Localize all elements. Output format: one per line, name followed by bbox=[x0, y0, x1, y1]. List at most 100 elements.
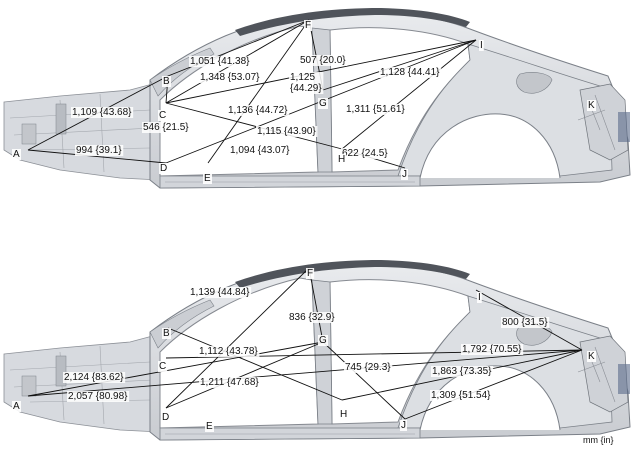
measurement-label: 800 {31.5} bbox=[502, 317, 548, 328]
measurement-label-bg bbox=[198, 346, 260, 357]
measurement-label-bg bbox=[229, 145, 292, 156]
measurement-label: 836 {32.9} bbox=[289, 312, 335, 323]
reference-point-bg bbox=[306, 268, 315, 279]
reference-point-bg bbox=[161, 412, 171, 423]
measurement-line-A-K bbox=[27, 349, 583, 397]
measurement-line-B-H bbox=[167, 327, 343, 401]
reference-point-bg bbox=[318, 98, 328, 109]
measurement-label: 994 {39.1} bbox=[76, 145, 122, 156]
measurement-label: 1,125{44.29} bbox=[290, 72, 322, 94]
reference-point-b: B bbox=[163, 76, 170, 87]
reference-point-bg bbox=[159, 163, 169, 174]
lower-view: 1,139 {44.84}836 {32.9}1,112 {43.78}800 … bbox=[3, 259, 631, 441]
reference-point-bg bbox=[203, 173, 212, 184]
reference-point-k: K bbox=[588, 351, 595, 362]
reference-point-bg bbox=[205, 421, 214, 432]
reference-point-bg bbox=[401, 169, 408, 180]
measurement-label: 1,309 {51.54} bbox=[431, 390, 491, 401]
reference-point-a: A bbox=[13, 401, 20, 412]
reference-point-bg bbox=[587, 100, 596, 111]
reference-point-c: C bbox=[159, 110, 166, 121]
measurement-line-G-I bbox=[322, 39, 477, 91]
measurement-label-bg bbox=[344, 362, 393, 373]
measurement-label-bg bbox=[345, 104, 407, 115]
measurement-label-bg bbox=[379, 67, 442, 78]
measurement-label-bg bbox=[142, 122, 191, 133]
measurement-label-bg bbox=[189, 56, 252, 67]
reference-point-i: I bbox=[478, 292, 481, 303]
measurement-label-bg bbox=[199, 72, 262, 83]
measurement-label: 1,863 {73.35} bbox=[432, 366, 492, 377]
measurement-label-bg bbox=[189, 287, 252, 298]
measurement-line-D-F bbox=[165, 267, 310, 409]
reference-point-h: H bbox=[340, 409, 347, 420]
reference-point-bg bbox=[337, 154, 347, 165]
measurement-label: 1,136 {44.72} bbox=[228, 105, 288, 116]
measurement-label: 1,348 {53.07} bbox=[200, 72, 260, 83]
reference-point-k: K bbox=[588, 100, 595, 111]
measurement-label-bg bbox=[341, 148, 390, 159]
measurement-label: 2,124 {83.62} bbox=[64, 372, 124, 383]
measurement-label: 507 {20.0} bbox=[300, 55, 346, 66]
measurement-line-C-I bbox=[165, 39, 477, 104]
reference-point-g: G bbox=[319, 98, 327, 109]
reference-point-bg bbox=[162, 328, 171, 339]
measurement-label-bg bbox=[256, 126, 318, 137]
reference-point-bg bbox=[12, 149, 21, 160]
measurement-label: 1,112 {43.78} bbox=[199, 346, 258, 357]
measurement-label-bg bbox=[67, 391, 130, 402]
reference-point-f: F bbox=[307, 268, 313, 279]
reference-point-bg bbox=[400, 420, 407, 431]
upper-view: 1,051 {41.38} 1,348 {53.07} 507 {20.0} 1,12… bbox=[3, 7, 631, 189]
measurement-label-bg bbox=[227, 105, 290, 116]
measurement-label: 745 {29.3} bbox=[345, 362, 391, 373]
upper-measurement-labels: 1,051 {41.38} 1,348 {53.07} 507 {20.0} 1,12… bbox=[71, 55, 442, 159]
measurement-label: 1,109 {43.68} bbox=[72, 107, 132, 118]
units-label: mm {in} bbox=[583, 435, 614, 445]
measurement-label: 1,792 {70.55} bbox=[462, 344, 522, 355]
reference-point-j: J bbox=[402, 169, 407, 180]
reference-point-e: E bbox=[204, 173, 211, 184]
measurement-line-A-G bbox=[27, 341, 324, 397]
measurement-label-bg bbox=[288, 312, 337, 323]
reference-point-d: D bbox=[162, 412, 169, 423]
reference-point-bg bbox=[587, 351, 596, 362]
measurement-line-E-F bbox=[207, 19, 310, 164]
measurement-label: 1,128 {44.41} bbox=[380, 67, 440, 78]
reference-point-f: F bbox=[305, 20, 311, 31]
measurement-line-J-K bbox=[404, 349, 583, 420]
measurement-label-bg bbox=[63, 372, 126, 383]
measurement-line-D-G bbox=[165, 341, 324, 409]
measurement-label-bg bbox=[299, 55, 348, 66]
reference-point-bg bbox=[477, 292, 482, 303]
reference-point-i: I bbox=[480, 40, 483, 51]
reference-point-bg bbox=[162, 76, 171, 87]
reference-point-a: A bbox=[13, 149, 20, 160]
reference-point-c: C bbox=[159, 361, 166, 372]
measurement-label-bg bbox=[289, 72, 324, 94]
measurement-label-bg bbox=[199, 377, 261, 388]
measurement-label-bg bbox=[430, 390, 493, 401]
reference-point-bg bbox=[304, 20, 313, 31]
measurement-label: 2,057 {80.98} bbox=[68, 391, 128, 402]
measurement-label: 1,115 {43.90} bbox=[257, 126, 316, 137]
reference-point-h: H bbox=[338, 154, 345, 165]
measurement-label: 1,311 {51.61} bbox=[346, 104, 405, 115]
measurement-label: 546 {21.5} bbox=[143, 122, 189, 133]
reference-point-bg bbox=[158, 361, 168, 372]
reference-point-bg bbox=[318, 335, 328, 346]
measurement-line-F-G bbox=[308, 267, 324, 343]
measurement-label: 1,051 {41.38} bbox=[190, 56, 250, 67]
reference-point-bg bbox=[479, 40, 484, 51]
measurement-line-G-J bbox=[322, 341, 406, 420]
measurement-label-bg bbox=[75, 145, 124, 156]
reference-point-j: J bbox=[401, 420, 406, 431]
measurement-label-bg bbox=[431, 366, 494, 377]
reference-point-bg bbox=[12, 401, 21, 412]
measurement-label: 1,211 {47.68} bbox=[200, 377, 259, 388]
measurement-label: 1,094 {43.07} bbox=[230, 145, 290, 156]
reference-point-e: E bbox=[206, 421, 213, 432]
